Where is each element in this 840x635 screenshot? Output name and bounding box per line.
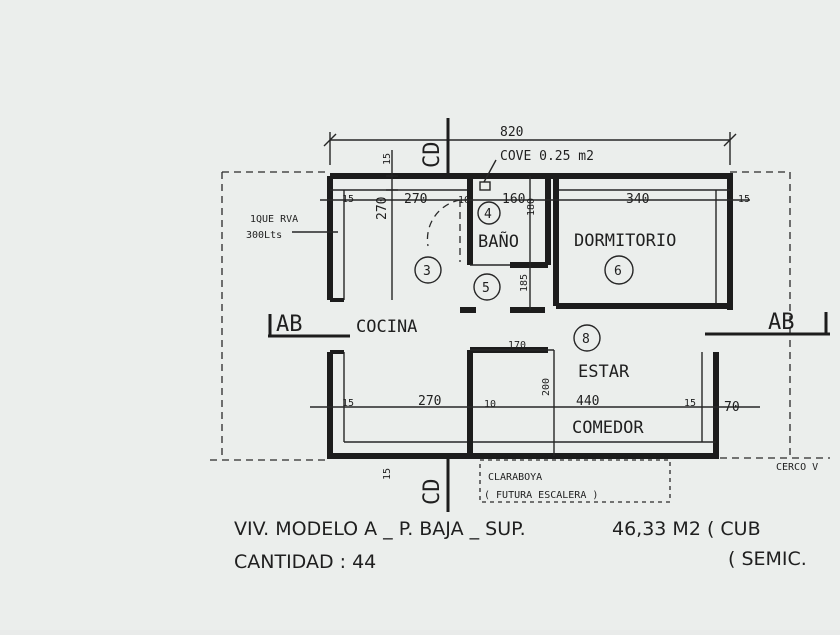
overall-dimension: 820	[500, 125, 523, 140]
svg-text:170: 170	[508, 340, 526, 351]
room-bano: 4 BAÑO	[477, 201, 519, 252]
svg-text:10: 10	[484, 399, 496, 410]
tank-note-line1: 1QUE RVA	[250, 214, 298, 225]
svg-text:200: 200	[541, 378, 552, 396]
svg-text:15: 15	[342, 194, 354, 205]
svg-text:15: 15	[382, 153, 393, 165]
svg-text:AB: AB	[768, 310, 795, 335]
svg-text:6: 6	[614, 264, 622, 279]
svg-text:AB: AB	[276, 312, 303, 337]
svg-text:15: 15	[382, 468, 393, 480]
svg-text:180: 180	[526, 198, 537, 216]
svg-text:15: 15	[738, 194, 750, 205]
svg-text:4: 4	[484, 207, 492, 222]
room-comedor: COMEDOR	[572, 418, 644, 438]
svg-text:BAÑO: BAÑO	[478, 230, 519, 252]
room-dormitorio: 6 DORMITORIO	[574, 231, 676, 285]
section-marker-ab-left: AB	[268, 312, 350, 338]
section-marker-ab-right: AB	[705, 310, 830, 336]
svg-text:160: 160	[502, 192, 525, 207]
svg-text:COCINA: COCINA	[356, 317, 417, 337]
caption-model: VIV. MODELO A _ P. BAJA _ SUP.	[234, 518, 526, 540]
room-cocina: 3 COCINA	[356, 256, 442, 337]
svg-text:185: 185	[519, 274, 530, 292]
caption-surface: 46,33 M2 ( CUB	[612, 518, 761, 540]
svg-text:15: 15	[684, 398, 696, 409]
svg-text:COMEDOR: COMEDOR	[572, 418, 644, 438]
svg-text:8: 8	[582, 332, 590, 347]
svg-text:3: 3	[423, 264, 431, 279]
futura-escalera-label: ( FUTURA ESCALERA )	[484, 490, 598, 501]
svg-text:10: 10	[458, 195, 470, 206]
svg-text:270: 270	[404, 192, 427, 207]
svg-text:270: 270	[418, 394, 441, 409]
svg-text:CD: CD	[420, 142, 445, 169]
tank-note-line2: 300Lts	[246, 230, 282, 241]
claraboya-label: CLARABOYA	[488, 472, 542, 483]
svg-text:340: 340	[626, 192, 649, 207]
svg-text:5: 5	[482, 281, 490, 296]
svg-text:ESTAR: ESTAR	[578, 362, 630, 382]
caption-semic: ( SEMIC.	[728, 548, 807, 570]
room-estar: 8 ESTAR	[573, 324, 630, 382]
section-marker-cd-top: CD	[420, 118, 450, 175]
svg-text:CD: CD	[420, 479, 445, 506]
svg-text:70: 70	[724, 400, 740, 415]
svg-text:15: 15	[342, 398, 354, 409]
caption-quantity: CANTIDAD : 44	[234, 551, 376, 573]
room-hall: 5	[473, 273, 501, 301]
cove-note: COVE 0.25 m2	[500, 149, 594, 164]
svg-text:270: 270	[375, 197, 390, 220]
svg-text:DORMITORIO: DORMITORIO	[574, 231, 676, 251]
section-marker-cd-bottom: CD	[420, 458, 450, 512]
svg-text:440: 440	[576, 394, 599, 409]
cerco-note: CERCO V	[776, 462, 818, 473]
